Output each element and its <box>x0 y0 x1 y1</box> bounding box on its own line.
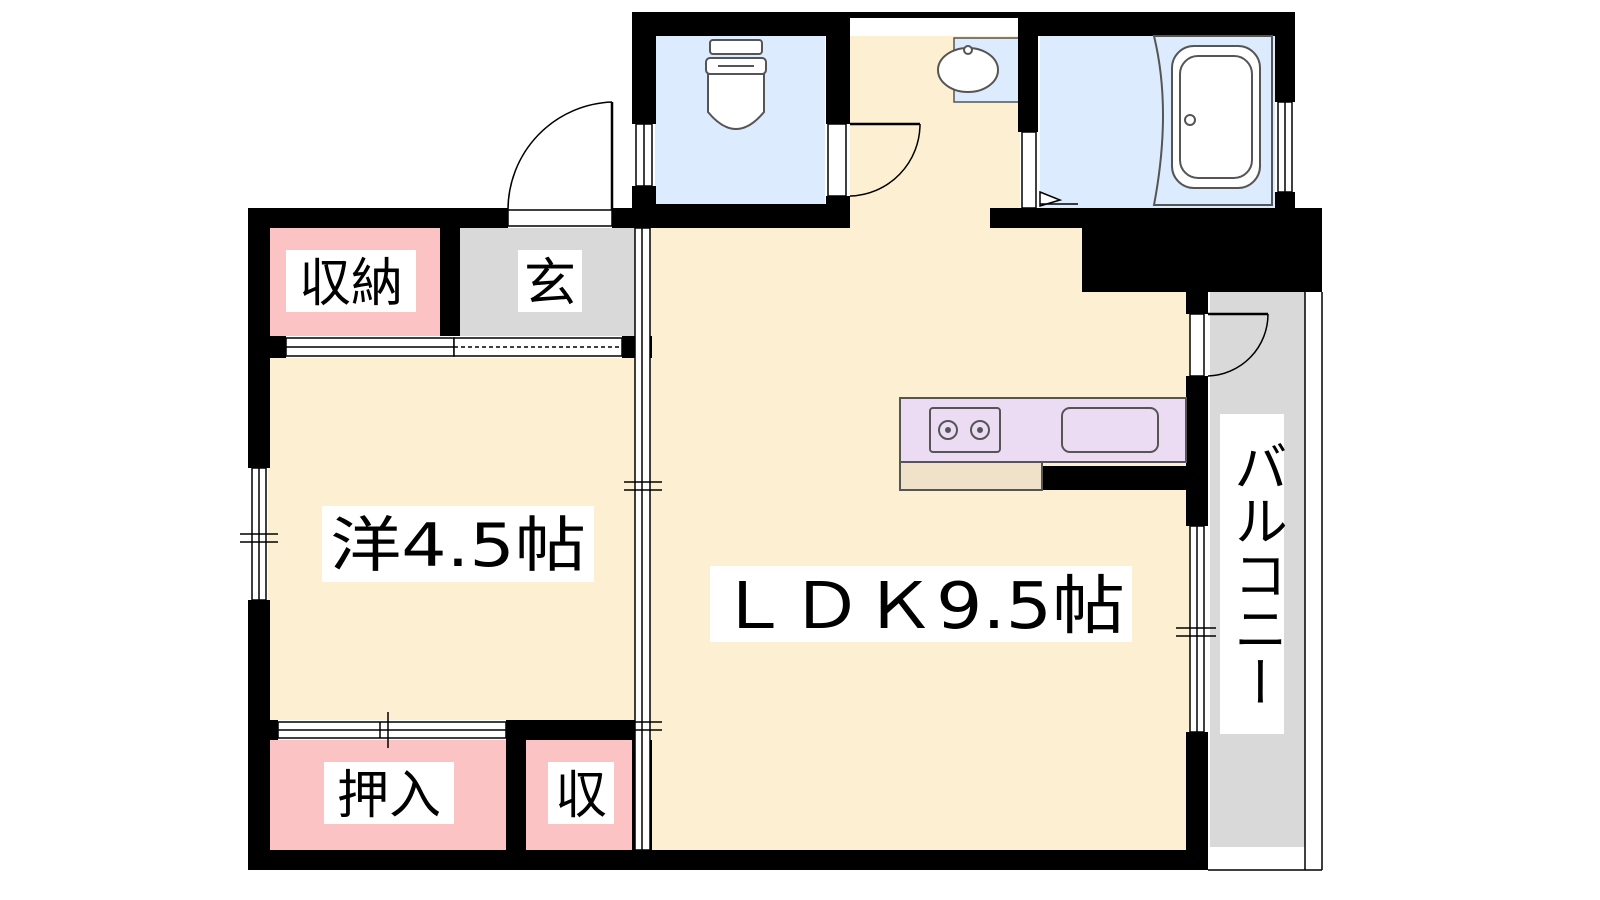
wall <box>850 12 1040 18</box>
wall <box>826 196 850 228</box>
label-storage-top: 収納 <box>299 254 403 314</box>
wall <box>1042 466 1208 490</box>
bath-door <box>1021 131 1037 209</box>
wall <box>990 208 1085 228</box>
label-entrance: 玄 <box>524 254 576 314</box>
sink-icon <box>1061 407 1159 453</box>
wall <box>248 850 1208 870</box>
label-closet: 押入 <box>337 766 441 826</box>
label-western-room: 洋4.5帖 <box>330 511 586 581</box>
wall <box>1186 732 1208 870</box>
wall <box>1186 292 1208 314</box>
wall <box>826 12 850 124</box>
wall <box>1020 12 1295 36</box>
ldk-upper-right-floor <box>1020 228 1085 298</box>
wall <box>440 228 460 336</box>
wall <box>506 720 526 870</box>
wall <box>1018 12 1038 132</box>
kitchen-counter <box>899 397 1187 491</box>
wall <box>1275 12 1295 102</box>
wall <box>506 720 636 740</box>
door-layer <box>507 101 1269 377</box>
ldk-floor <box>650 228 1195 850</box>
wall <box>1186 376 1208 526</box>
toilet-icon <box>705 39 767 130</box>
wall <box>268 336 286 358</box>
wall <box>632 204 850 228</box>
wall <box>248 208 270 468</box>
label-balcony: バルコニー <box>1224 439 1287 709</box>
label-layer: 収納 玄 洋4.5帖 ＬＤＫ9.5帖 押入 収 バルコニー <box>286 250 1287 826</box>
wall <box>248 208 508 228</box>
wall <box>1082 208 1322 292</box>
wall <box>248 600 270 870</box>
label-ldk: ＬＤＫ9.5帖 <box>717 570 1125 644</box>
label-storage-small: 収 <box>555 766 607 826</box>
wall <box>1275 192 1295 212</box>
stove-icon <box>929 407 1001 453</box>
fixture-layer <box>705 35 1273 491</box>
entrance-door <box>507 101 614 227</box>
wall <box>632 12 656 124</box>
balcony-door <box>1189 312 1269 377</box>
wall-layer <box>248 12 1322 870</box>
toilet-door <box>827 122 921 197</box>
bathtub-icon <box>1152 35 1273 206</box>
wall <box>632 12 850 36</box>
opening-layer <box>240 101 1323 871</box>
wall <box>268 720 278 740</box>
washbasin-icon <box>937 45 999 93</box>
